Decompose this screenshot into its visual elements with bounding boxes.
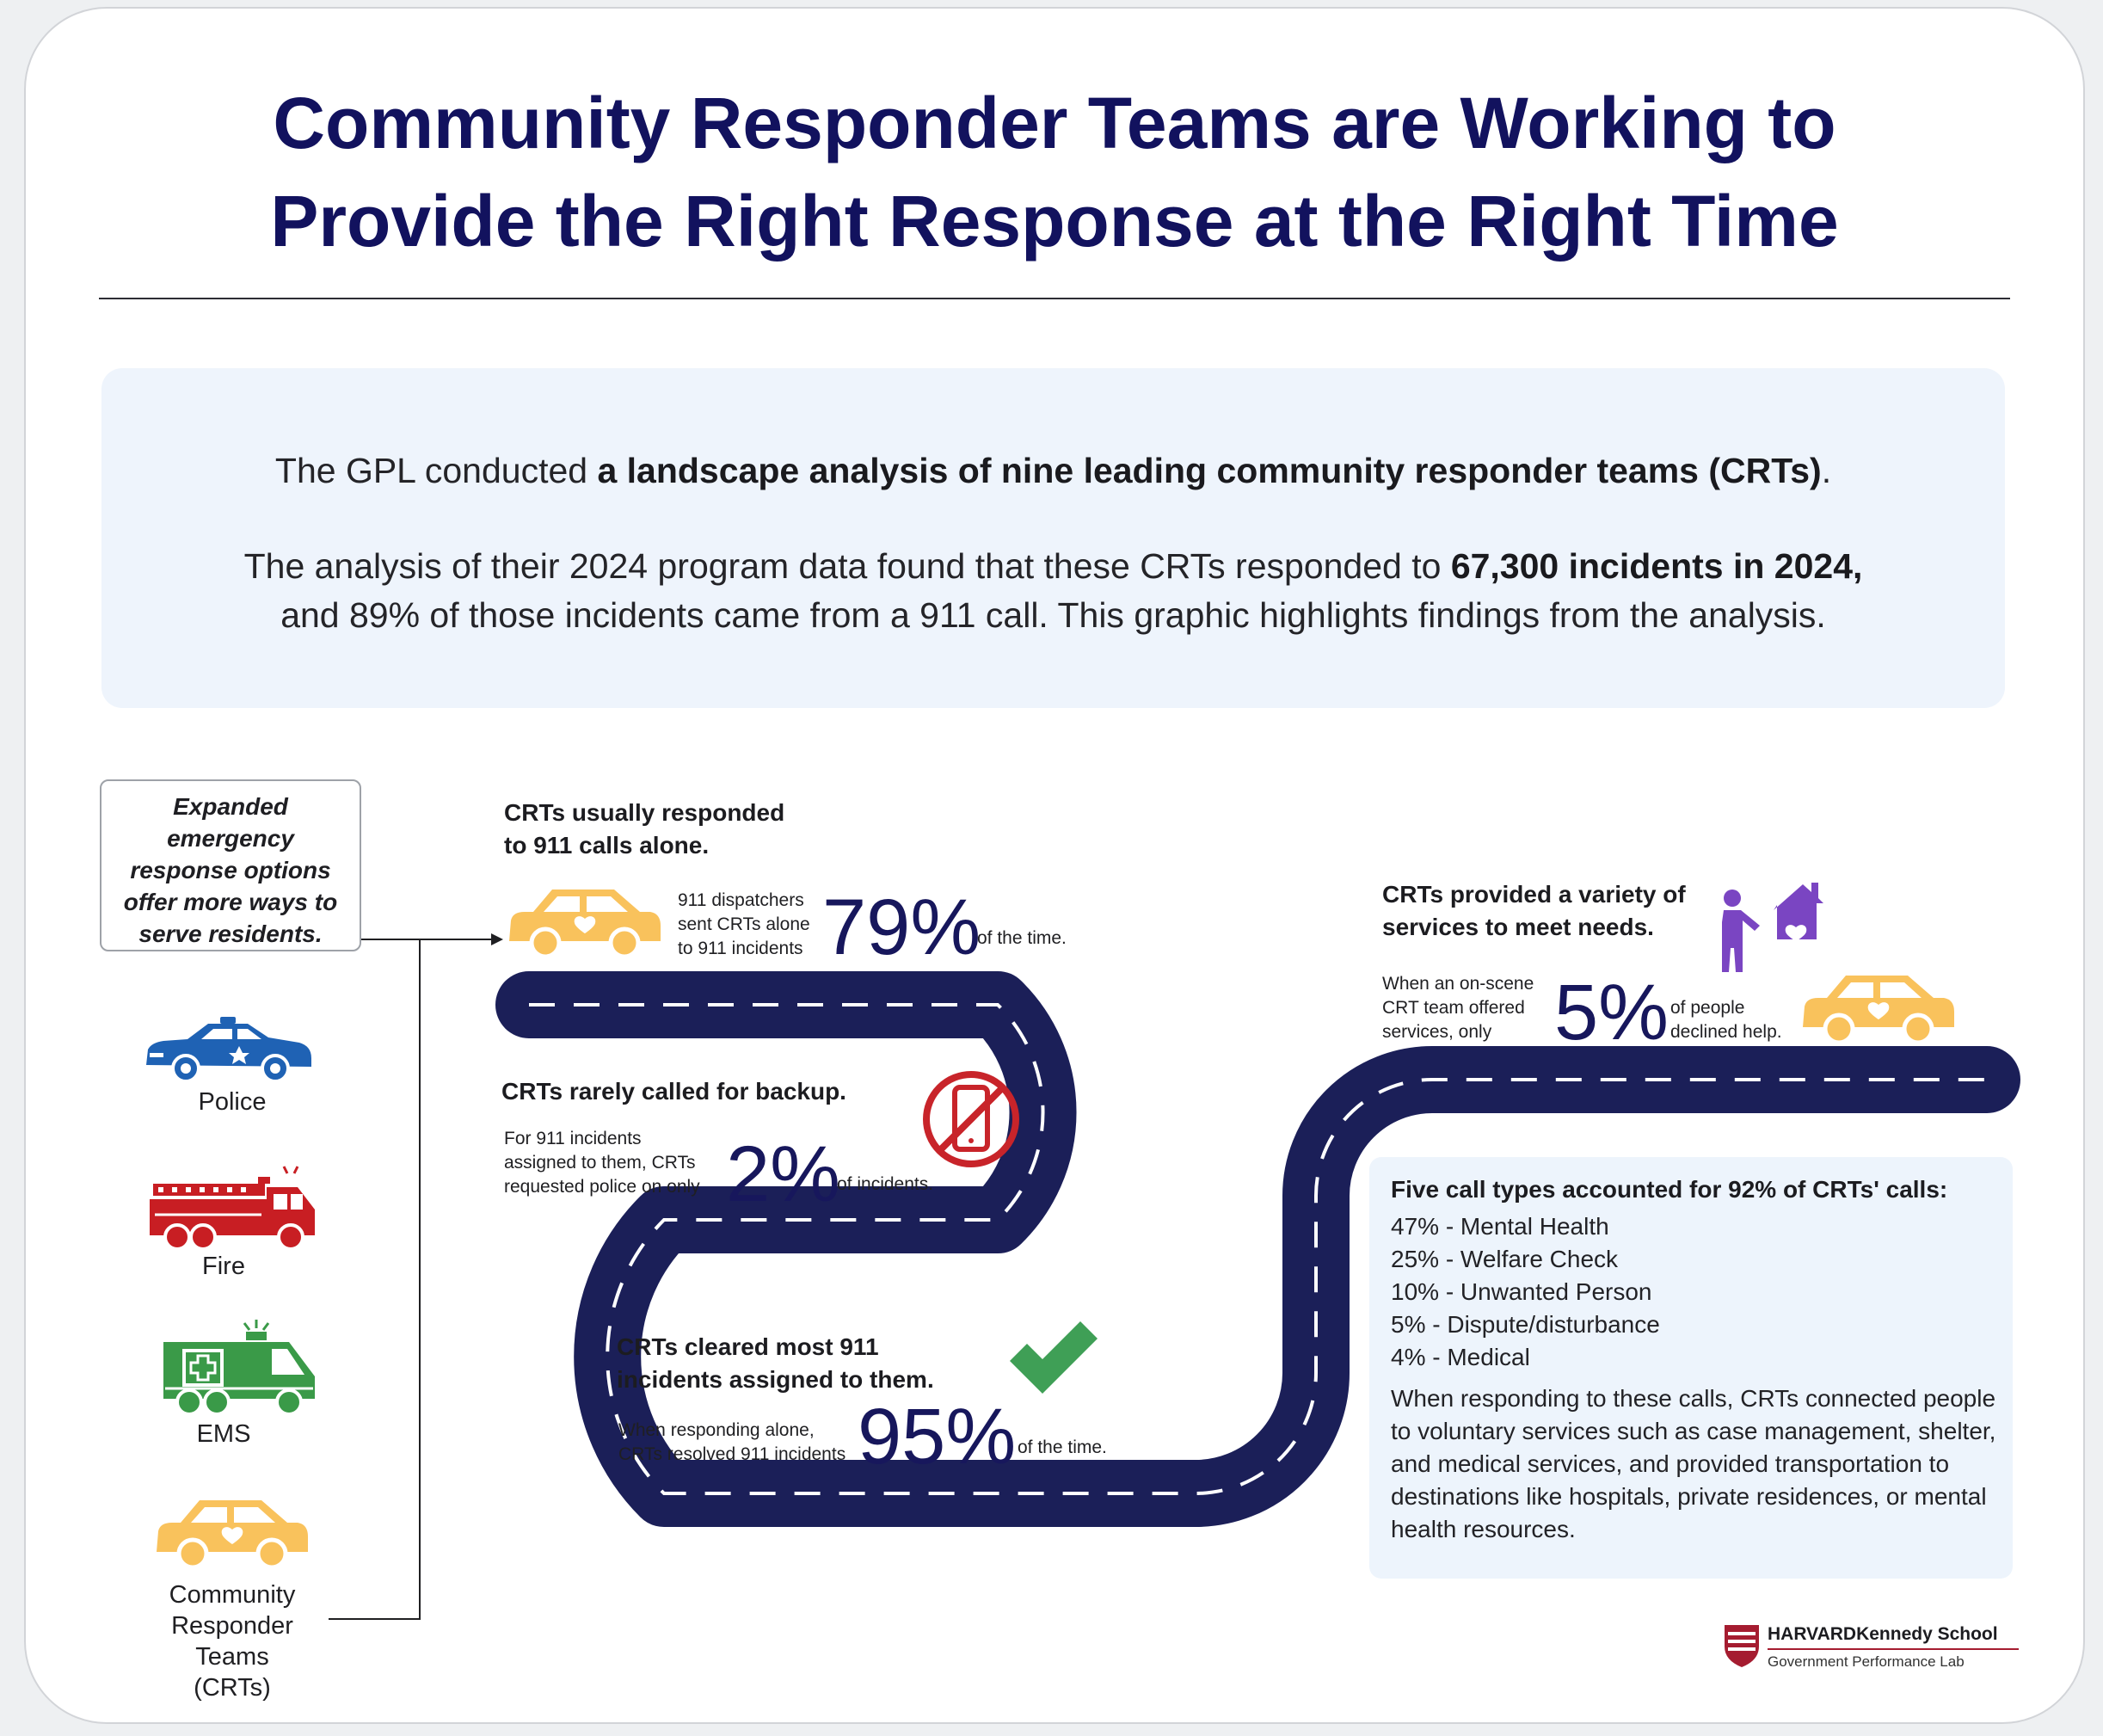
finding-backup-heading: CRTs rarely called for backup. — [501, 1078, 846, 1105]
crt-car-icon — [1803, 976, 1954, 1045]
call-type-item: 47% - Mental Health — [1391, 1213, 1609, 1240]
call-type-item: 25% - Welfare Check — [1391, 1246, 1619, 1272]
page-title-line-2: Provide the Right Response at the Right … — [270, 181, 1839, 262]
intro-line-1: The GPL conducted a landscape analysis o… — [274, 451, 1832, 490]
finding-cleared-stat: 95% — [858, 1393, 1017, 1481]
no-phone-icon — [923, 1071, 1019, 1167]
checkmark-icon — [1010, 1321, 1098, 1394]
infographic-card: Community Responder Teams are Working to… — [24, 7, 2085, 1724]
harvard-shield-icon — [1725, 1625, 1759, 1667]
police-car-icon — [146, 1017, 311, 1083]
winding-road — [325, 933, 2020, 1620]
finding-cleared-suffix: of the time. — [1018, 1437, 1107, 1457]
intro-line-3: and 89% of those incidents came from a 9… — [280, 595, 1826, 635]
harvard-logo-rule — [1768, 1648, 2019, 1650]
call-types-paragraph: When responding to these calls, CRTs con… — [1391, 1385, 1996, 1542]
call-type-item: 5% - Dispute/disturbance — [1391, 1311, 1660, 1338]
legend-connector-line — [325, 939, 421, 1620]
call-types-panel: Five call types accounted for 92% of CRT… — [1369, 1157, 2013, 1579]
finding-services-stat: 5% — [1554, 969, 1669, 1056]
finding-cleared-heading: CRTs cleared most 911 incidents assigned… — [617, 1333, 934, 1393]
finding-services-suffix: of people declined help. — [1670, 998, 1782, 1042]
finding-services-context: When an on-scene CRT team offered servic… — [1382, 974, 1534, 1042]
finding-alone-stat: 79% — [822, 883, 981, 971]
call-type-item: 4% - Medical — [1391, 1344, 1530, 1370]
person-home-icon — [1722, 883, 1823, 972]
finding-backup-stat: 2% — [726, 1130, 840, 1218]
intro-line-2: The analysis of their 2024 program data … — [243, 546, 1863, 586]
expanded-options-note: Expanded emergency response options offe… — [100, 779, 361, 951]
finding-cleared-context: When responding alone, CRTs resolved 911… — [618, 1420, 846, 1464]
page-title-line-1: Community Responder Teams are Working to — [273, 83, 1836, 163]
legend-connector-arrowhead — [491, 933, 503, 945]
intro-panel: The GPL conducted a landscape analysis o… — [101, 368, 2005, 708]
legend-police-label: Police — [198, 1088, 267, 1116]
harvard-logo-lab: Government Performance Lab — [1768, 1653, 1965, 1670]
finding-backup-context: For 911 incidents assigned to them, CRTs… — [504, 1129, 700, 1197]
fire-truck-icon — [150, 1166, 315, 1251]
legend-crt-label: Community Responder Teams (CRTs) — [169, 1581, 296, 1702]
finding-alone-heading: CRTs usually responded to 911 calls alon… — [504, 799, 785, 859]
finding-services-heading: CRTs provided a variety of services to m… — [1382, 881, 1686, 940]
road-center-line — [529, 1003, 1987, 1495]
legend-fire-label: Fire — [202, 1253, 245, 1280]
crt-car-icon — [157, 1500, 308, 1570]
finding-alone-suffix: of the time. — [977, 928, 1067, 948]
call-type-item: 10% - Unwanted Person — [1391, 1278, 1652, 1305]
finding-backup-suffix: of incidents. — [837, 1174, 934, 1194]
legend-ems-label: EMS — [196, 1420, 251, 1448]
finding-alone-context: 911 dispatchers sent CRTs alone to 911 i… — [678, 890, 810, 958]
crt-car-icon — [509, 890, 661, 959]
call-types-heading: Five call types accounted for 92% of CRT… — [1391, 1176, 1948, 1203]
ambulance-icon — [163, 1320, 315, 1416]
harvard-logo-name: HARVARDKennedy School — [1768, 1624, 1998, 1644]
title-divider — [99, 298, 2010, 299]
